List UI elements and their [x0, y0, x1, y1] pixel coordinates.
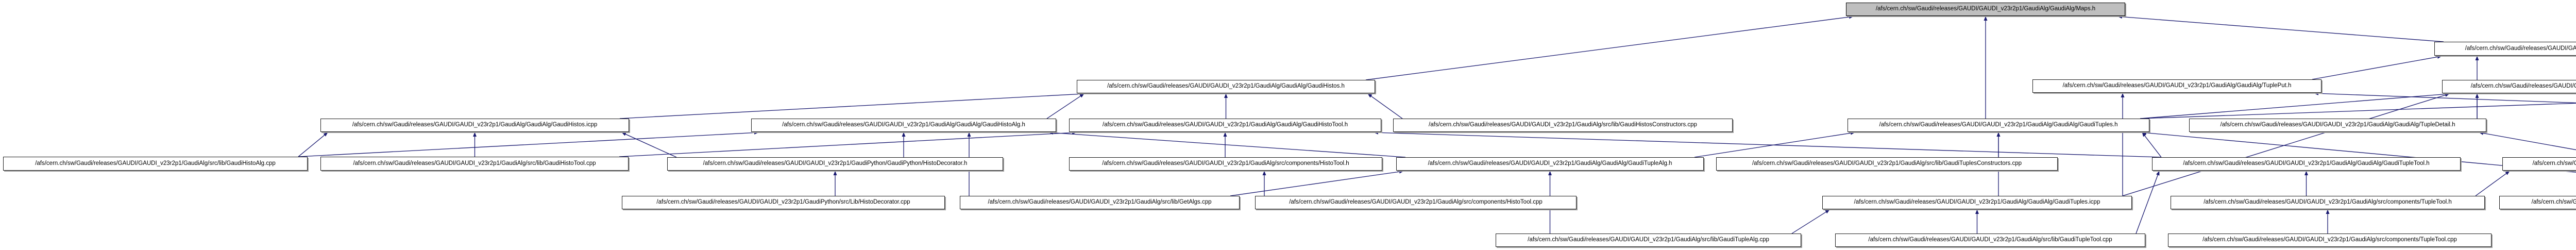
graph-node-comp_TupleTool_cpp[interactable]: /afs/cern.ch/sw/Gaudi/releases/GAUDI/GAU…	[2168, 234, 2492, 247]
graph-node-lib_GaudiTuplesConstructors_cpp[interactable]: /afs/cern.ch/sw/Gaudi/releases/GAUDI/GAU…	[1716, 157, 2058, 171]
graph-edge-GaudiTuples_icpp-to-Tuple_h	[2122, 93, 2450, 196]
graph-node-GaudiHistoAlg_h[interactable]: /afs/cern.ch/sw/Gaudi/releases/GAUDI/GAU…	[751, 119, 1056, 132]
graph-edge-TuplePut_h-to-TupleObj_h	[2312, 55, 2442, 80]
graph-edge-lib_GaudiHistoAlg_cpp-to-GaudiHistoAlg_h	[298, 130, 759, 157]
graph-node-lib_GaudiHistoAlg_cpp[interactable]: /afs/cern.ch/sw/Gaudi/releases/GAUDI/GAU…	[3, 157, 308, 171]
graph-node-lib_GaudiTupleTool_cpp[interactable]: /afs/cern.ch/sw/Gaudi/releases/GAUDI/GAU…	[1835, 234, 2145, 247]
graph-node-ITupleTool_h[interactable]: /afs/cern.ch/sw/Gaudi/releases/GAUDI/GAU…	[2502, 157, 2576, 171]
graph-edge-lib_GaudiHistosConstructors_cpp-to-GaudiHistos_h	[1367, 93, 1403, 119]
graph-node-Maps_h[interactable]: /afs/cern.ch/sw/Gaudi/releases/GAUDI/GAU…	[1846, 3, 2125, 16]
graph-node-pylib_HistoDecorator_cpp[interactable]: /afs/cern.ch/sw/Gaudi/releases/GAUDI/GAU…	[622, 196, 945, 209]
graph-node-TuplePut_h[interactable]: /afs/cern.ch/sw/Gaudi/releases/GAUDI/GAU…	[2032, 79, 2321, 93]
graph-node-lib_GaudiHistosConstructors_cpp[interactable]: /afs/cern.ch/sw/Gaudi/releases/GAUDI/GAU…	[1393, 119, 1733, 132]
graph-node-lib_GaudiTupleAlg_cpp[interactable]: /afs/cern.ch/sw/Gaudi/releases/GAUDI/GAU…	[1496, 234, 1801, 247]
graph-edge-lib_GaudiTupleAlg_cpp-to-GaudiTuples_icpp	[1791, 209, 1830, 234]
graph-edge-lib_GaudiHistoTool_cpp-to-GaudiHistoTool_h	[619, 130, 1077, 157]
graph-edge-lib_GaudiTupleTool_cpp-to-GaudiTupleTool_h	[2136, 171, 2160, 234]
graph-edge-GaudiHistoAlg_h-to-GaudiHistos_h	[1046, 93, 1084, 119]
graph-node-Tuple_h[interactable]: /afs/cern.ch/sw/Gaudi/releases/GAUDI/GAU…	[2442, 80, 2576, 93]
graph-edge-GaudiHistos_icpp-to-GaudiHistos_h	[619, 92, 1084, 119]
graph-node-GaudiHistos_icpp[interactable]: /afs/cern.ch/sw/Gaudi/releases/GAUDI/GAU…	[320, 119, 629, 132]
graph-node-comp_HistoTool_cpp[interactable]: /afs/cern.ch/sw/Gaudi/releases/GAUDI/GAU…	[1255, 196, 1577, 209]
graph-node-GaudiHistos_h[interactable]: /afs/cern.ch/sw/Gaudi/releases/GAUDI/GAU…	[1077, 80, 1375, 93]
graph-node-GaudiHistoTool_h[interactable]: /afs/cern.ch/sw/Gaudi/releases/GAUDI/GAU…	[1069, 119, 1381, 132]
graph-node-lib_ITupleTool_cpp[interactable]: /afs/cern.ch/sw/Gaudi/releases/GAUDI/GAU…	[2499, 196, 2576, 209]
graph-node-comp_HistoTool_h[interactable]: /afs/cern.ch/sw/Gaudi/releases/GAUDI/GAU…	[1069, 157, 1382, 171]
graph-node-GaudiTuples_h[interactable]: /afs/cern.ch/sw/Gaudi/releases/GAUDI/GAU…	[1848, 119, 2149, 132]
graph-node-GaudiTuples_icpp[interactable]: /afs/cern.ch/sw/Gaudi/releases/GAUDI/GAU…	[1822, 196, 2132, 209]
graph-edge-lib_TupleObj_cpp-to-TuplePut_h	[2314, 91, 2576, 104]
graph-edge-GaudiTupleTool_h-to-GaudiHistoTool_h	[1374, 130, 2162, 158]
graph-edge-TupleObj_h-to-Maps_h	[2117, 15, 2444, 42]
graph-edges	[298, 15, 2576, 234]
graph-edge-py_TupleDecorator_h-to-GaudiTuples_h	[2142, 131, 2576, 173]
graph-node-TupleObj_h[interactable]: /afs/cern.ch/sw/Gaudi/releases/GAUDI/GAU…	[2434, 42, 2576, 56]
graph-edge-GaudiTupleAlg_h-to-GaudiHistoAlg_h	[1048, 131, 1406, 158]
graph-edge-GaudiTuples_h-to-Tuples_h	[2140, 103, 2576, 119]
graph-edge-lib_GetAlgs_cpp-to-GaudiTupleAlg_h	[1230, 170, 1404, 196]
graph-edge-lib_GaudiHistoAlg_cpp-to-GaudiHistos_icpp	[298, 132, 328, 157]
graph-node-lib_GaudiHistoTool_cpp[interactable]: /afs/cern.ch/sw/Gaudi/releases/GAUDI/GAU…	[320, 157, 629, 171]
graph-edge-py_HistoDecorator_h-to-GaudiHistos_icpp	[621, 132, 677, 158]
graph-edge-comp_TupleTool_h-to-ITupleTool_h	[2475, 171, 2510, 196]
graph-edge-py_TupleDecorator_h-to-TupleDetail_h	[2479, 131, 2576, 151]
graph-node-TupleDetail_h[interactable]: /afs/cern.ch/sw/Gaudi/releases/GAUDI/GAU…	[2189, 119, 2486, 132]
graph-node-py_HistoDecorator_h[interactable]: /afs/cern.ch/sw/Gaudi/releases/GAUDI/GAU…	[667, 157, 1003, 171]
graph-edge-GaudiTupleAlg_h-to-GaudiTuples_h	[1694, 131, 1855, 158]
graph-node-comp_TupleTool_h[interactable]: /afs/cern.ch/sw/Gaudi/releases/GAUDI/GAU…	[2171, 196, 2485, 209]
graph-edge-GaudiTuples_h-to-Tuple_h	[2140, 92, 2450, 119]
graph-edge-GaudiTupleTool_h-to-GaudiTuples_h	[2142, 132, 2162, 158]
graph-node-GaudiTupleTool_h[interactable]: /afs/cern.ch/sw/Gaudi/releases/GAUDI/GAU…	[2152, 157, 2461, 171]
graph-edge-GaudiHistos_h-to-Maps_h	[1365, 15, 1854, 80]
graph-node-lib_GetAlgs_cpp[interactable]: /afs/cern.ch/sw/Gaudi/releases/GAUDI/GAU…	[960, 196, 1240, 209]
graph-node-GaudiTupleAlg_h[interactable]: /afs/cern.ch/sw/Gaudi/releases/GAUDI/GAU…	[1396, 157, 1704, 171]
